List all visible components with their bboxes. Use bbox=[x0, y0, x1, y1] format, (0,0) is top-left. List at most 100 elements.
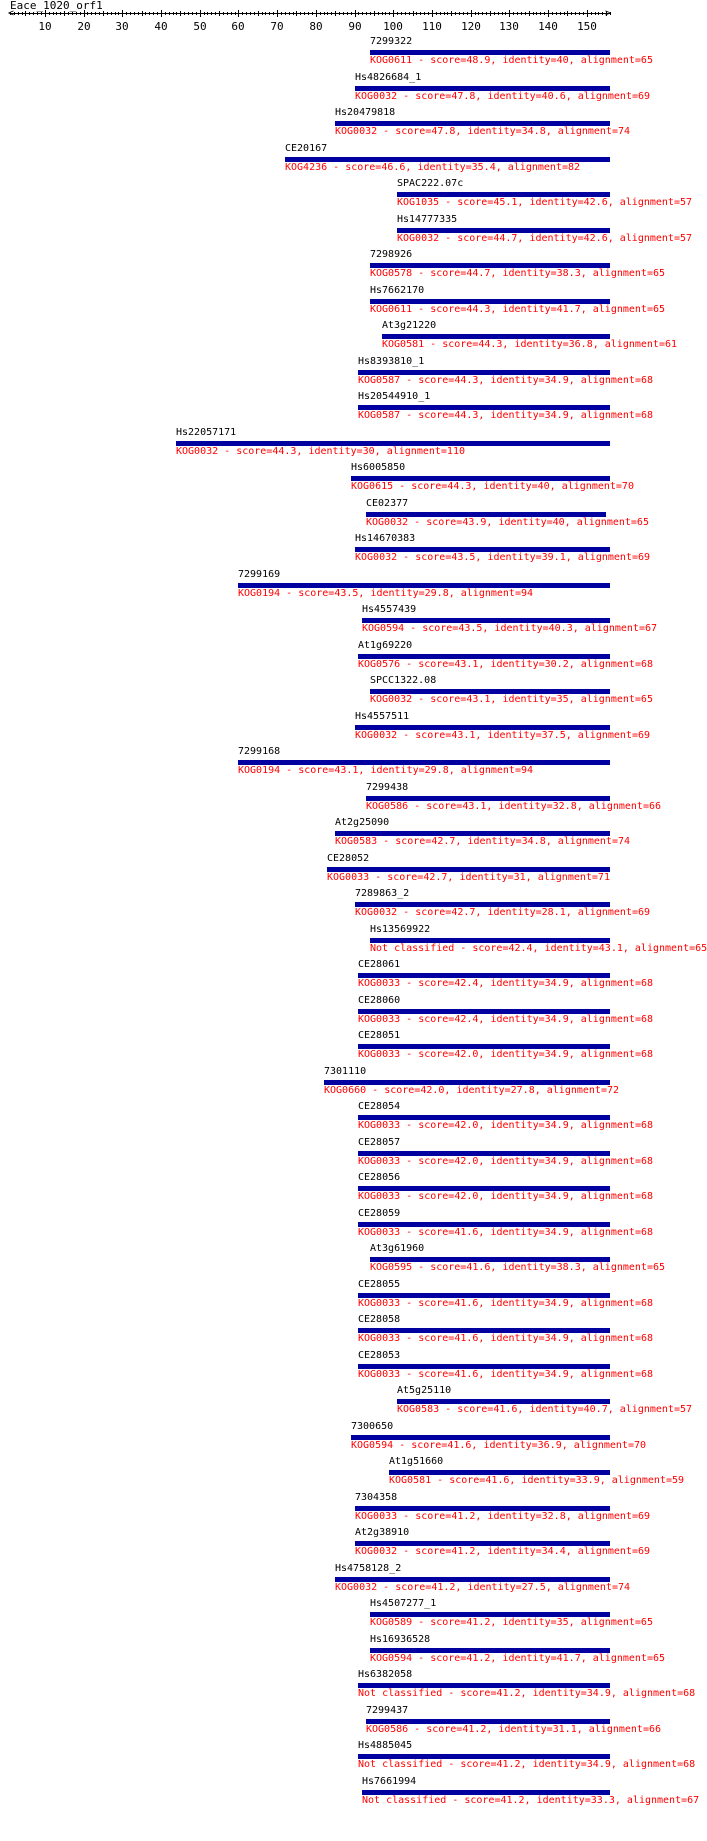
hit-alignment-bar[interactable] bbox=[335, 1577, 610, 1582]
hit-name[interactable]: Hs16936528 bbox=[370, 1634, 431, 1645]
hit-name[interactable]: CE02377 bbox=[366, 498, 409, 509]
hit-alignment-bar[interactable] bbox=[366, 512, 606, 517]
hit-name[interactable]: Hs4885045 bbox=[358, 1740, 413, 1751]
hit-alignment-bar[interactable] bbox=[370, 689, 610, 694]
hit-alignment-bar[interactable] bbox=[362, 1790, 610, 1795]
hit-name[interactable]: Hs20544910_1 bbox=[358, 391, 431, 402]
hit-alignment-bar[interactable] bbox=[355, 1541, 610, 1546]
hit-name[interactable]: CE28052 bbox=[327, 853, 370, 864]
hit-name[interactable]: CE28060 bbox=[358, 995, 401, 1006]
hit-alignment-bar[interactable] bbox=[358, 1115, 610, 1120]
hit-alignment-bar[interactable] bbox=[358, 1044, 610, 1049]
hit-name[interactable]: 7304358 bbox=[355, 1492, 398, 1503]
hit-alignment-bar[interactable] bbox=[335, 121, 610, 126]
hit-name[interactable]: At3g61960 bbox=[370, 1243, 425, 1254]
hit-name[interactable]: CE28051 bbox=[358, 1030, 401, 1041]
hit-name[interactable]: At3g21220 bbox=[382, 320, 437, 331]
hit-alignment-bar[interactable] bbox=[351, 476, 610, 481]
hit-name[interactable]: Hs6005850 bbox=[351, 462, 406, 473]
hit-alignment-bar[interactable] bbox=[370, 938, 610, 943]
hit-name[interactable]: At2g38910 bbox=[355, 1527, 410, 1538]
hit-alignment-bar[interactable] bbox=[382, 334, 610, 339]
hit-alignment-bar[interactable] bbox=[370, 50, 610, 55]
hit-name[interactable]: At2g25090 bbox=[335, 817, 390, 828]
hit-name[interactable]: At5g25110 bbox=[397, 1385, 452, 1396]
hit-alignment-bar[interactable] bbox=[355, 547, 610, 552]
hit-name[interactable]: 7299169 bbox=[238, 569, 281, 580]
hit-alignment-bar[interactable] bbox=[327, 867, 610, 872]
hit-name[interactable]: Hs14777335 bbox=[397, 214, 458, 225]
hit-alignment-bar[interactable] bbox=[358, 1328, 610, 1333]
hit-alignment-bar[interactable] bbox=[358, 1151, 610, 1156]
hit-name[interactable]: Hs4557439 bbox=[362, 604, 417, 615]
hit-name[interactable]: CE28056 bbox=[358, 1172, 401, 1183]
hit-alignment-bar[interactable] bbox=[370, 1648, 610, 1653]
hit-alignment-bar[interactable] bbox=[397, 228, 610, 233]
hit-name[interactable]: CE28054 bbox=[358, 1101, 401, 1112]
hit-alignment-bar[interactable] bbox=[238, 760, 610, 765]
hit-alignment-bar[interactable] bbox=[370, 1612, 610, 1617]
hit-name[interactable]: 7299168 bbox=[238, 746, 281, 757]
hit-name[interactable]: CE28061 bbox=[358, 959, 401, 970]
hit-name[interactable]: Hs8393810_1 bbox=[358, 356, 425, 367]
hit-name[interactable]: CE28057 bbox=[358, 1137, 401, 1148]
hit-name[interactable]: CE20167 bbox=[285, 143, 328, 154]
hit-alignment-bar[interactable] bbox=[366, 1719, 610, 1724]
hit-alignment-bar[interactable] bbox=[355, 902, 610, 907]
hit-alignment-bar[interactable] bbox=[358, 654, 610, 659]
hit-name[interactable]: 7300650 bbox=[351, 1421, 394, 1432]
hit-alignment-bar[interactable] bbox=[355, 725, 610, 730]
hit-alignment-bar[interactable] bbox=[362, 618, 610, 623]
hit-alignment-bar[interactable] bbox=[351, 1435, 610, 1440]
hit-name[interactable]: 7299437 bbox=[366, 1705, 409, 1716]
hit-name[interactable]: 7301110 bbox=[324, 1066, 367, 1077]
hit-name[interactable]: CE28053 bbox=[358, 1350, 401, 1361]
hit-name[interactable]: SPCC1322.08 bbox=[370, 675, 437, 686]
hit-name[interactable]: SPAC222.07c bbox=[397, 178, 464, 189]
hit-alignment-bar[interactable] bbox=[358, 370, 610, 375]
hit-alignment-bar[interactable] bbox=[324, 1080, 610, 1085]
hit-name[interactable]: 7299438 bbox=[366, 782, 409, 793]
hit-alignment-bar[interactable] bbox=[358, 1222, 610, 1227]
hit-alignment-bar[interactable] bbox=[355, 1506, 610, 1511]
hit-name[interactable]: 7299322 bbox=[370, 36, 413, 47]
hit-alignment-bar[interactable] bbox=[358, 1009, 610, 1014]
hit-name[interactable]: Hs13569922 bbox=[370, 924, 431, 935]
hit-name[interactable]: 7289863_2 bbox=[355, 888, 410, 899]
hit-alignment-bar[interactable] bbox=[358, 1293, 610, 1298]
hit-alignment-bar[interactable] bbox=[370, 263, 610, 268]
